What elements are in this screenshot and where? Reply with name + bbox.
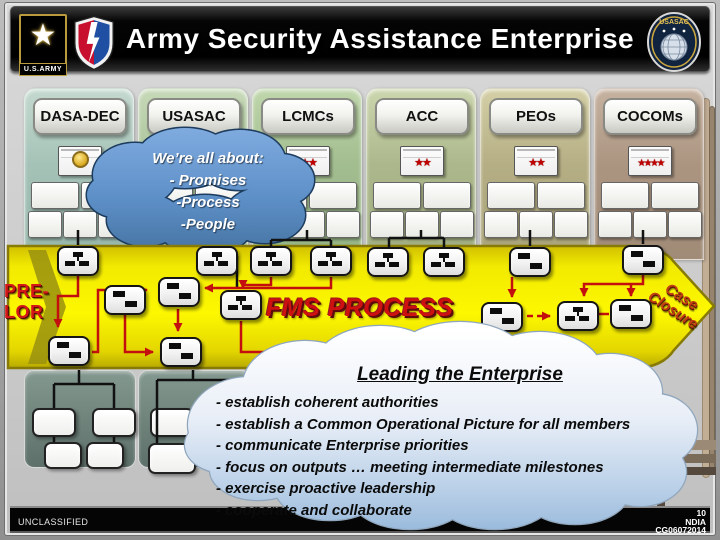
bullet: - establish a Common Operational Picture…: [216, 415, 631, 433]
org-box: [309, 182, 357, 209]
org-box: [484, 211, 518, 238]
usasac-badge: USASAC: [647, 12, 701, 72]
org-box: [370, 211, 404, 238]
process-org-box: [423, 247, 465, 277]
org-box: [601, 182, 649, 209]
control-number: CG06072014: [655, 525, 706, 535]
org-box: [554, 211, 588, 238]
stars-flag-icon: ★★: [400, 146, 444, 176]
header-bar: ★ U.S.ARMY Army Security Assistance Ente…: [10, 6, 710, 76]
leading-cloud-title: Leading the Enterprise: [357, 364, 563, 385]
column-header-dasa-dec: DASA-DEC: [33, 98, 127, 135]
pre-lor-line: LOR: [4, 302, 44, 322]
org-box: [423, 182, 471, 209]
page-title: Army Security Assistance Enterprise: [125, 23, 635, 54]
org-box: [633, 211, 667, 238]
process-org-box: [160, 337, 202, 367]
org-box: [86, 442, 124, 469]
event-label: NDIA: [685, 516, 706, 527]
org-box: [326, 211, 360, 238]
column-header-peos: PEOs: [489, 98, 583, 135]
column-header-lcmcs: LCMCs: [261, 98, 355, 135]
org-box: [92, 408, 136, 437]
star-rank: ★★: [528, 157, 546, 169]
bullet: - communicate Enterprise priorities: [216, 437, 469, 454]
bullet: - cooperate and collaborate: [216, 501, 412, 519]
org-box: [487, 182, 535, 209]
org-box: [440, 211, 474, 238]
about-line: - Promises: [169, 172, 247, 189]
process-org-box: [57, 246, 99, 276]
process-org-box: [196, 246, 238, 276]
classification-label: UNCLASSIFIED: [18, 517, 89, 527]
star-rank: ★★: [414, 157, 432, 169]
seal-circle: [72, 151, 89, 168]
process-org-box: [250, 246, 292, 276]
column-cocoms: COCOMs ★★★★: [594, 88, 704, 260]
org-box: [373, 182, 421, 209]
column-peos: PEOs ★★: [480, 88, 590, 260]
org-box: [598, 211, 632, 238]
about-line: -Process: [176, 194, 240, 211]
process-org-box: [158, 277, 200, 307]
org-box: [63, 211, 97, 238]
stars-flag-icon: ★★★★: [628, 146, 672, 176]
process-org-box: [367, 247, 409, 277]
column-header-acc: ACC: [375, 98, 469, 135]
org-box: [668, 211, 702, 238]
column-header-cocoms: COCOMs: [603, 98, 697, 135]
fms-process-label: FMS PROCESS: [266, 294, 454, 322]
bullet: - exercise proactive leadership: [216, 480, 436, 497]
bullet: - focus on outputs … meeting intermediat…: [216, 458, 604, 476]
org-box: [537, 182, 585, 209]
star-rank: ★★: [300, 157, 318, 169]
leading-cloud-bullets: - establish coherent authorities - estab…: [216, 392, 696, 521]
bullet: - establish coherent authorities: [216, 394, 439, 411]
column-acc: ACC ★★: [366, 88, 476, 260]
gold-seal-icon: [58, 146, 102, 176]
stars-flag-icon: ★★: [514, 146, 558, 176]
about-cloud-text: We’re all about: - Promises -Process -Pe…: [112, 148, 304, 236]
org-box: [651, 182, 699, 209]
army-star-icon: ★: [29, 19, 57, 52]
us-army-logo-label: U.S.ARMY: [19, 63, 67, 76]
org-box: [31, 182, 79, 209]
process-org-box: [509, 247, 551, 277]
process-org-box: [622, 245, 664, 275]
process-org-box: [220, 290, 262, 320]
process-org-box: [310, 246, 352, 276]
star-rank: ★★★★: [637, 158, 665, 169]
about-line: We’re all about:: [152, 150, 264, 167]
footer-slide-info: 10 NDIA CG06072014: [655, 509, 706, 535]
org-box: [32, 408, 76, 437]
amc-shield-icon: [74, 15, 114, 71]
about-line: -People: [180, 216, 236, 233]
process-org-box: [610, 299, 652, 329]
page-number: 10: [696, 508, 706, 518]
pre-lor-label: PRE- LOR: [4, 281, 49, 323]
process-org-box: [48, 336, 90, 366]
process-org-box: [557, 301, 599, 331]
pre-lor-line: PRE-: [4, 281, 50, 301]
org-box: [28, 211, 62, 238]
org-box: [519, 211, 553, 238]
org-box: [44, 442, 82, 469]
usasac-badge-label: USASAC: [659, 19, 689, 26]
